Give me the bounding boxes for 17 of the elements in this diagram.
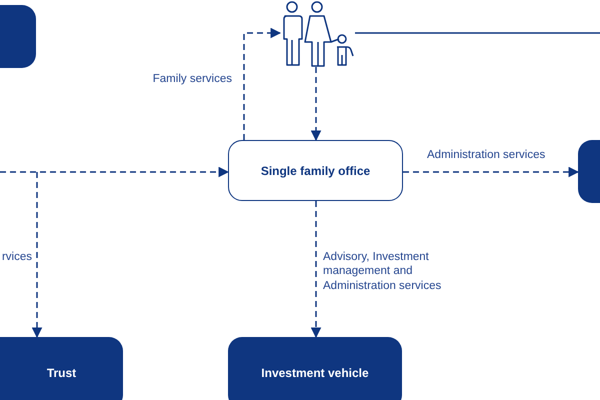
arrow (0, 166, 230, 178)
node-label: Investment vehicle (261, 366, 369, 380)
arrow (32, 172, 42, 338)
edge-label: Family services (152, 72, 232, 86)
arrow (403, 166, 580, 178)
entity-box (0, 337, 123, 400)
node-label: Trust (46, 366, 76, 380)
process-box (228, 140, 403, 201)
edge-label: Advisory, Investment management and Administration services (323, 250, 442, 294)
arrow (243, 28, 282, 140)
node-label: Single family office (260, 164, 370, 178)
arrow (310, 201, 322, 338)
connector-line (355, 32, 600, 34)
arrow (310, 67, 322, 142)
edge-label: Administration services (427, 148, 546, 162)
edge-label: rvices (0, 250, 32, 264)
entity-box (228, 337, 402, 400)
